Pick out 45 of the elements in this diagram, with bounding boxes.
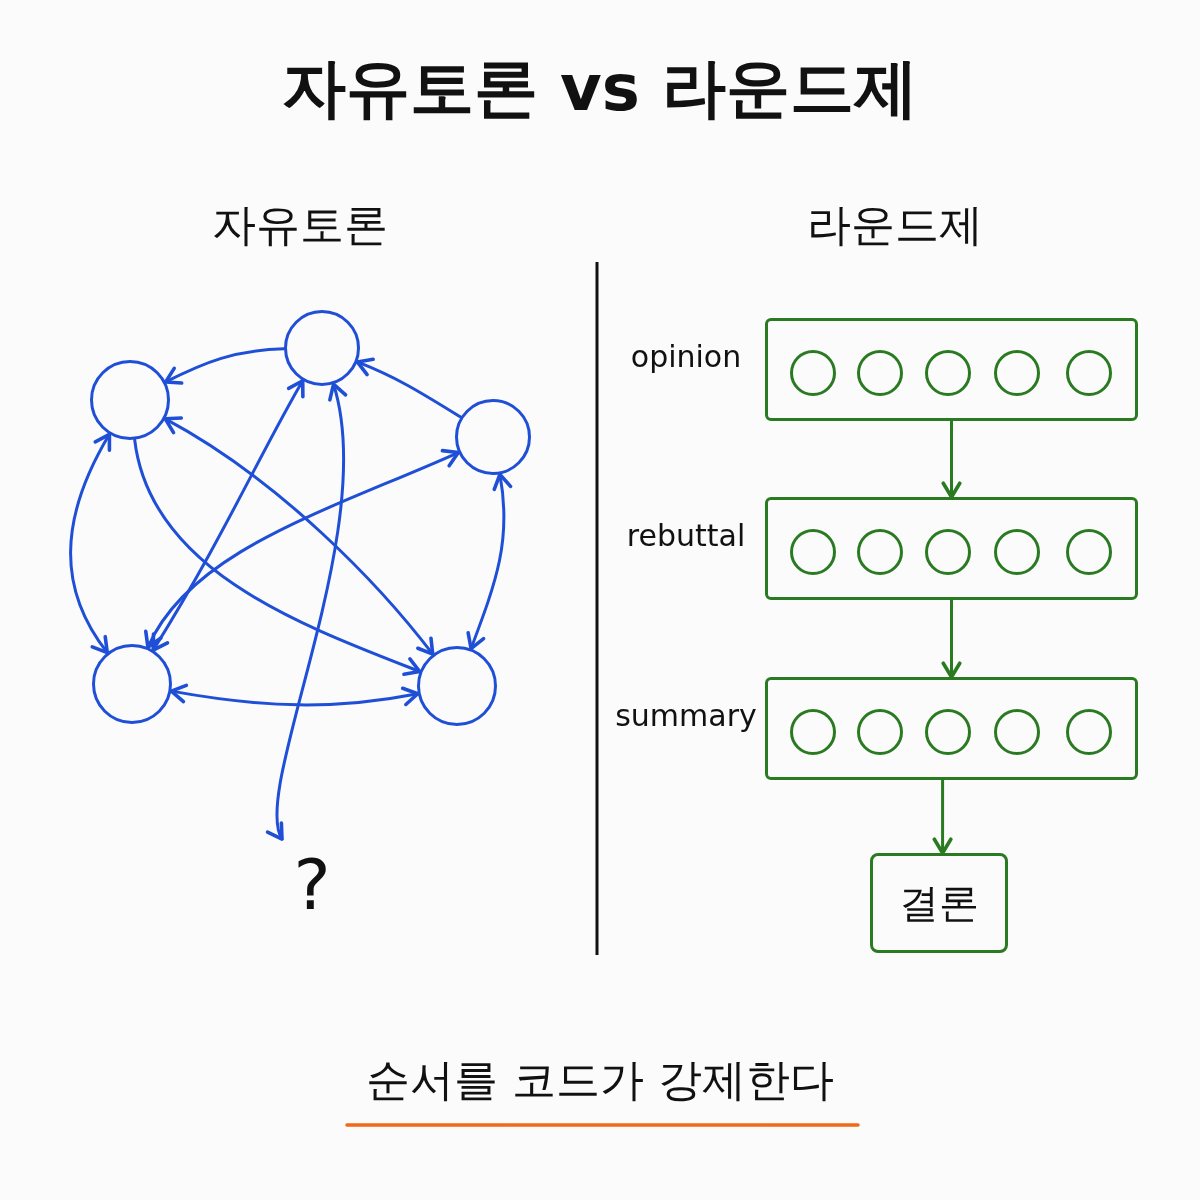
- circle: [790, 709, 836, 755]
- circle: [455, 399, 531, 475]
- arrow: [69, 432, 112, 655]
- arrow: [163, 416, 435, 656]
- conclusion-box: 결론: [870, 853, 1008, 953]
- circle: [790, 350, 836, 396]
- circle: [994, 350, 1040, 396]
- circle: [790, 529, 836, 575]
- arrow: [466, 472, 512, 651]
- circle: [1066, 709, 1112, 755]
- column-heading: 자유토론: [212, 200, 388, 250]
- arrow: [941, 419, 962, 499]
- arrow: [941, 598, 962, 679]
- circle: [994, 529, 1040, 575]
- circle: [994, 709, 1040, 755]
- round-box: [765, 497, 1138, 600]
- circle: [857, 350, 903, 396]
- row-label: rebuttal: [626, 518, 746, 552]
- circle: [417, 646, 497, 726]
- caption: 순서를 코드가 강제한다: [366, 1055, 834, 1105]
- circle: [857, 529, 903, 575]
- arrow: [169, 683, 420, 707]
- circle: [90, 360, 170, 440]
- arrow: [355, 357, 463, 419]
- arrow: [163, 347, 286, 385]
- arrow: [932, 778, 953, 855]
- arrow: [151, 378, 305, 652]
- circle: [925, 529, 971, 575]
- circle: [857, 709, 903, 755]
- column-heading: 라운드제: [807, 200, 983, 250]
- circle: [1066, 350, 1112, 396]
- circle: [284, 310, 360, 386]
- arrow: [145, 448, 461, 650]
- circle: [925, 350, 971, 396]
- arrow: [268, 382, 347, 841]
- title: 자유토론 vs 라운드제: [281, 52, 919, 124]
- round-box: [765, 318, 1138, 421]
- round-box: [765, 677, 1138, 780]
- arrow: [133, 438, 422, 676]
- row-label: summary: [615, 698, 757, 732]
- circle: [92, 644, 172, 724]
- question-mark: ?: [282, 835, 342, 935]
- circle: [1066, 529, 1112, 575]
- row-label: opinion: [630, 339, 742, 373]
- circle: [925, 709, 971, 755]
